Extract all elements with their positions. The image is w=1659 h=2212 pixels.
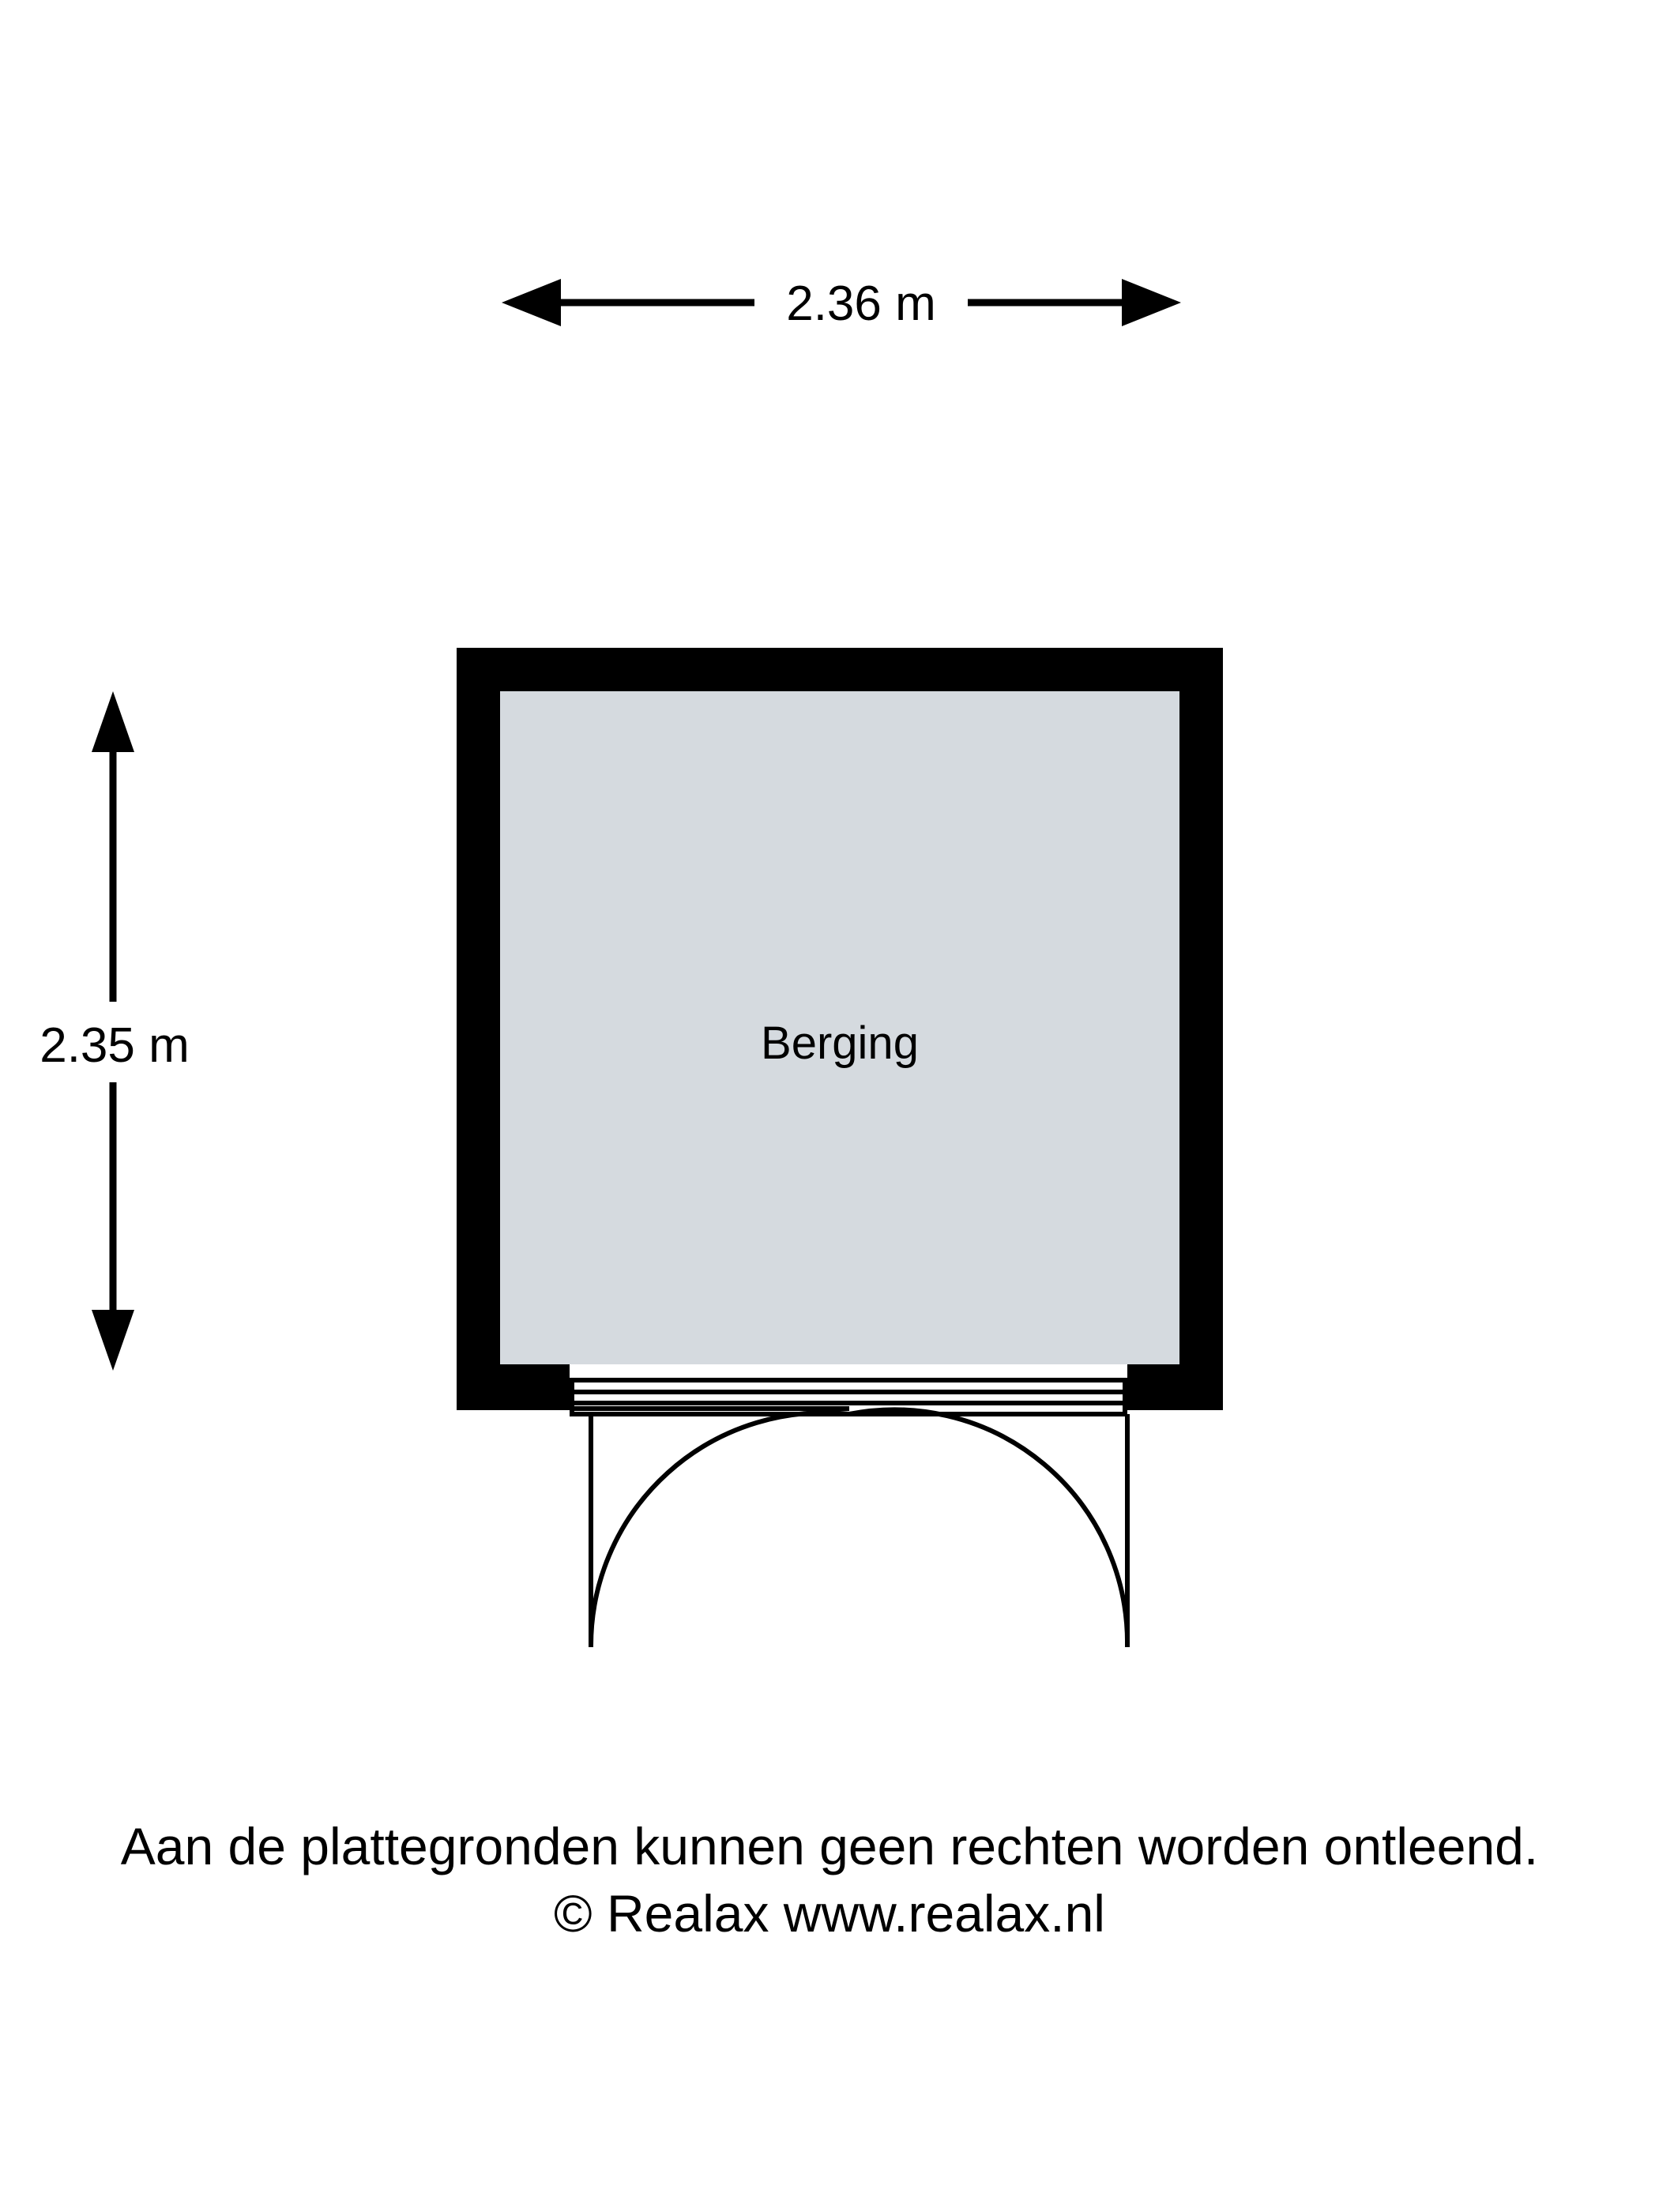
height-dimension-label: 2.35 m [40, 1018, 190, 1073]
height-arrow-bottom-head [92, 1310, 134, 1371]
height-dimension-group: 2.35 m [40, 691, 190, 1371]
room-walls [457, 648, 1223, 1410]
wall-left [457, 648, 500, 1410]
room-interior-fill [500, 691, 1179, 1364]
door-swing-arc-right [848, 1407, 1130, 1648]
width-dimension-label: 2.36 m [786, 276, 936, 331]
wall-bottom-right-stub [1127, 1364, 1223, 1410]
door-threshold-rails [570, 1378, 1127, 1416]
door-swing-arc-left [588, 1410, 850, 1648]
wall-top [457, 648, 1223, 691]
width-arrow-right-head [1122, 279, 1181, 326]
wall-bottom-left-stub [457, 1364, 570, 1410]
wall-right [1179, 648, 1223, 1410]
footer-line-2: © Realax www.realax.nl [554, 1884, 1105, 1943]
footer-disclaimer: Aan de plattegronden kunnen geen rechten… [121, 1817, 1538, 1943]
height-arrow-top-head [92, 691, 134, 752]
footer-line-1: Aan de plattegronden kunnen geen rechten… [121, 1817, 1538, 1875]
double-door [570, 1378, 1130, 1648]
width-arrow-left-head [502, 279, 561, 326]
width-dimension-group: 2.36 m [502, 276, 1181, 331]
room-label-berging: Berging [761, 1018, 919, 1069]
